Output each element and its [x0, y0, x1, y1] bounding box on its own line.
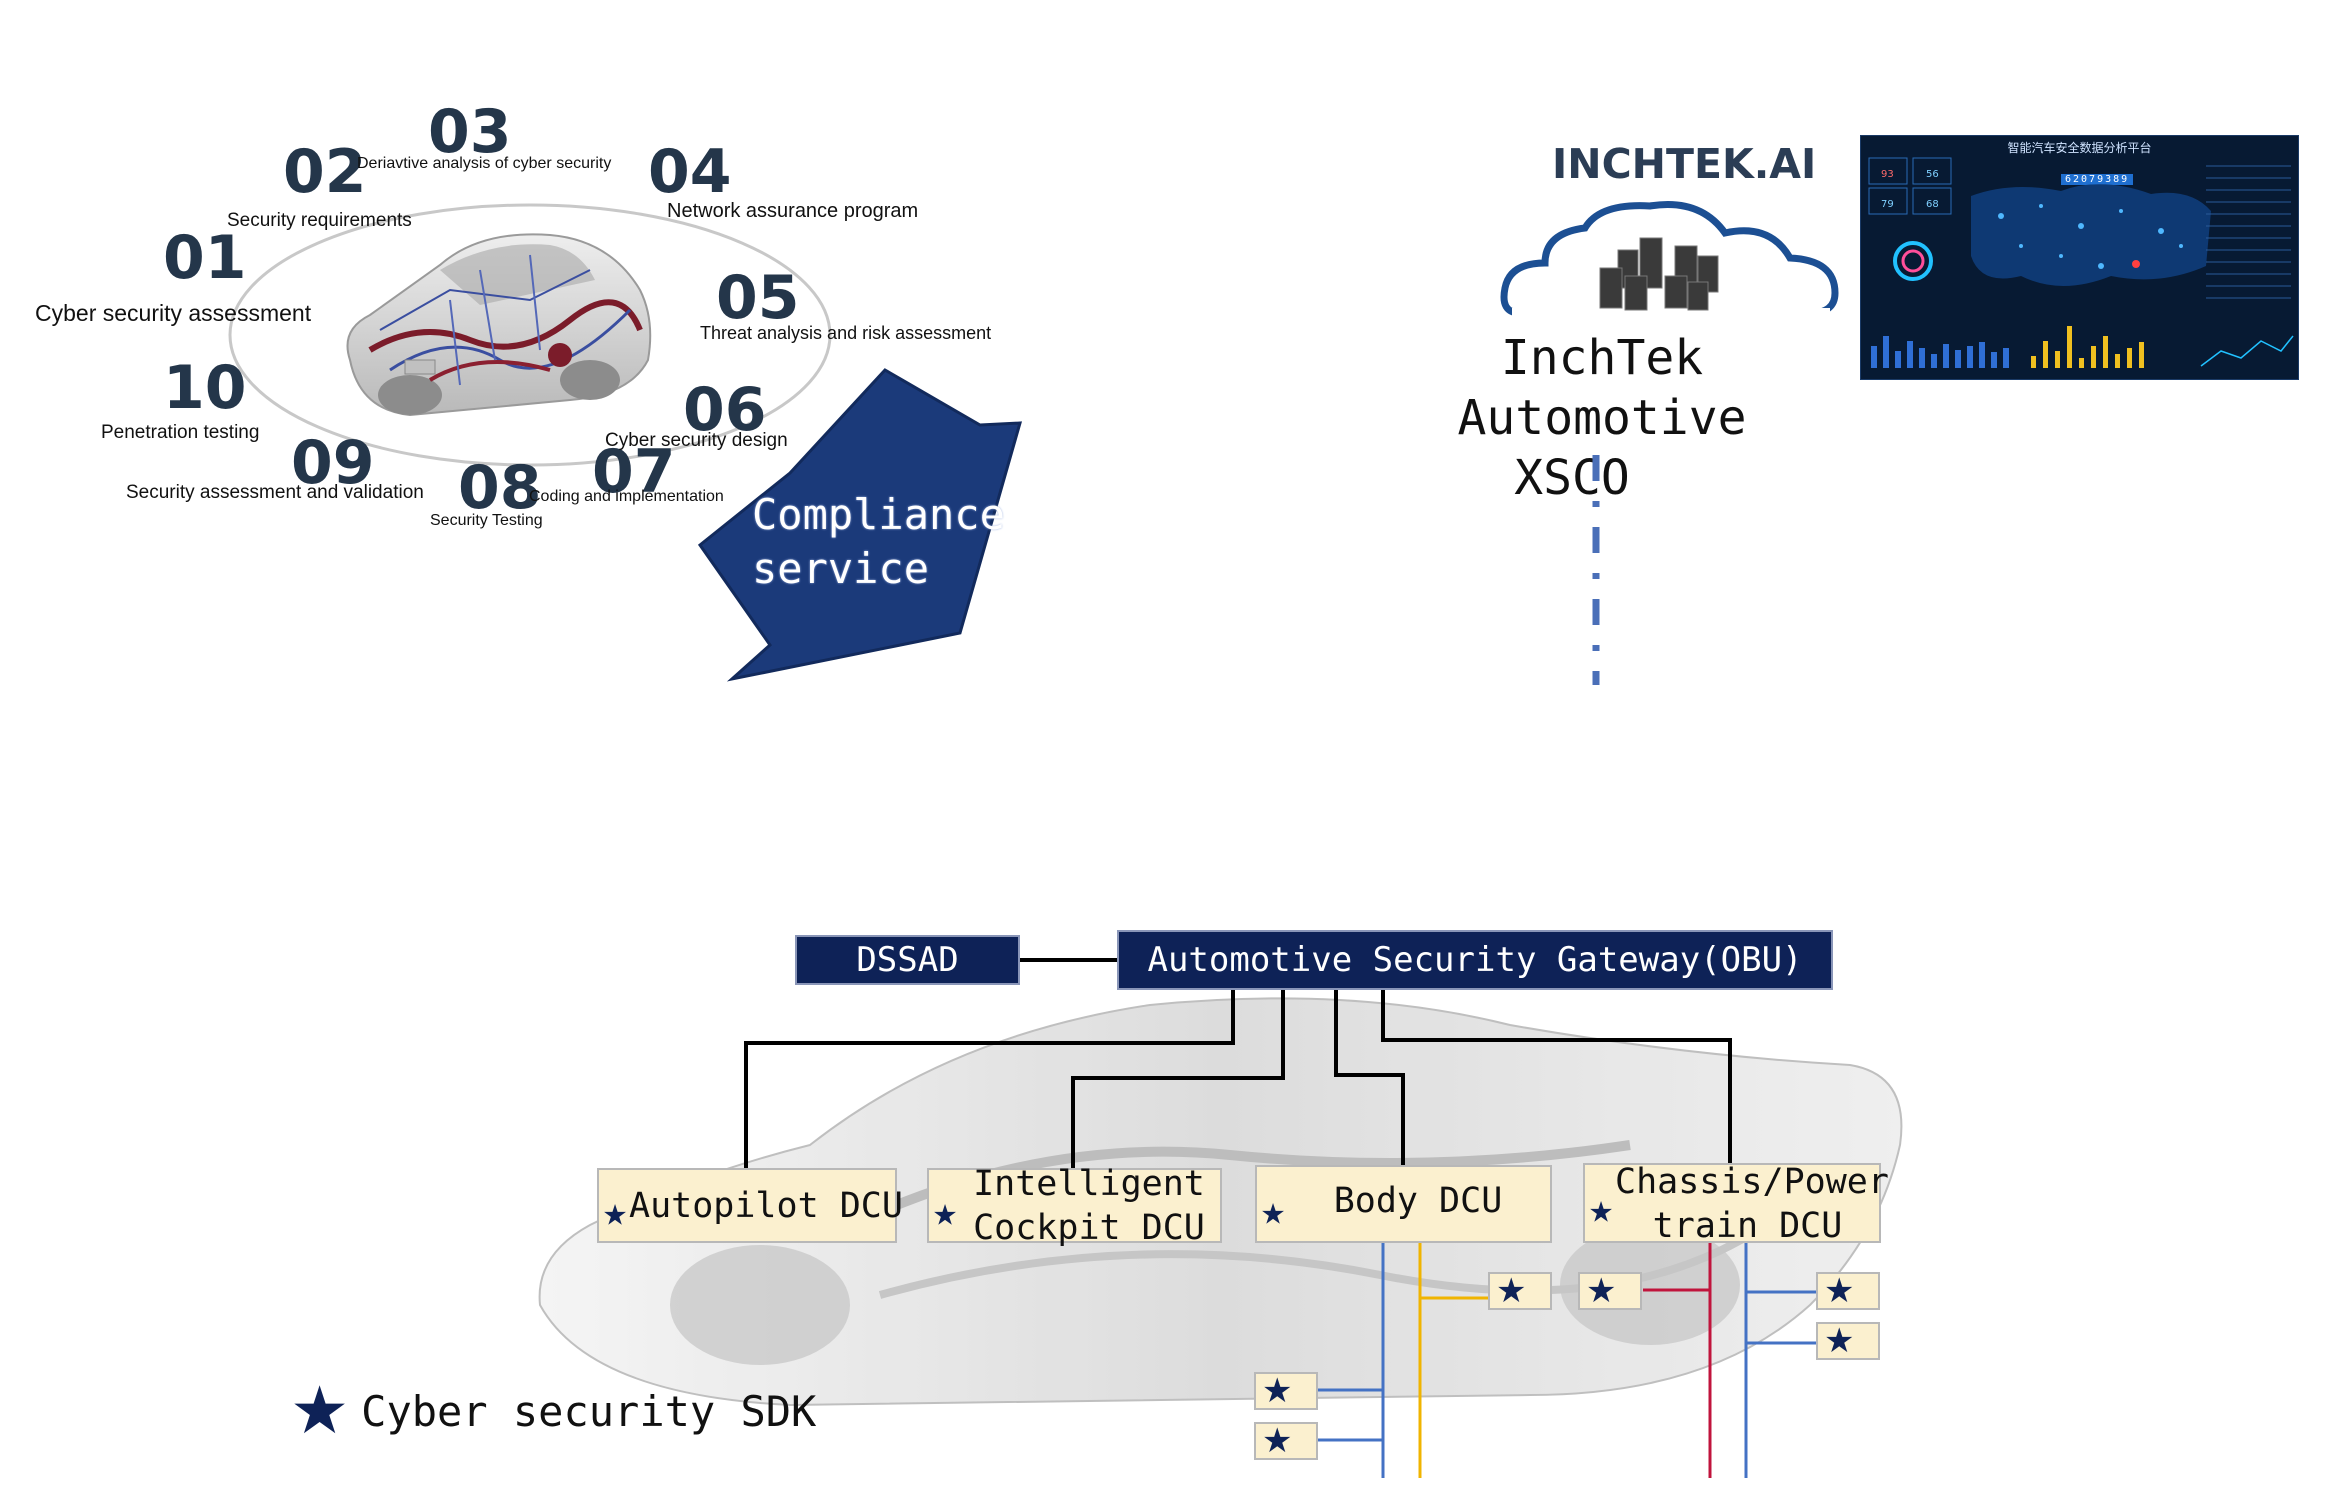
cloud-title-line-2: XSCO [1514, 450, 1630, 506]
dcu-intelligent-cockpit: ★ Intelligent Cockpit DCU [927, 1164, 1222, 1248]
cloud-brand: INCHTEK.AI [1552, 140, 1817, 188]
step-label-10: Penetration testing [101, 422, 260, 443]
cloud-title-line-1: InchTek Automotive [1457, 330, 1747, 446]
cloud-link-dashed [1592, 455, 1600, 685]
lifecycle-ring [228, 203, 832, 467]
ecu-node-body-yellow: ★ [1488, 1272, 1552, 1310]
dashboard-title: 智能汽车安全数据分析平台 [2007, 141, 2152, 155]
cloud-icon [1500, 201, 1839, 318]
step-label-09: Security assessment and validation [126, 482, 424, 503]
lifecycle-diagram: 01 02 03 04 05 06 07 08 09 10 Cyber secu… [0, 0, 1050, 700]
sdk-star-icon: ★ [933, 1189, 958, 1235]
compliance-line-1: Compliance [752, 490, 1005, 539]
step-number-03: 03 [428, 97, 512, 167]
step-number-06: 06 [683, 375, 767, 445]
legend-label: Cyber security SDK [361, 1386, 817, 1436]
cloud-title: InchTek Automotive XSCO [1372, 328, 1832, 508]
car-wiring-illustration [346, 233, 652, 417]
ecu-node-body-blue-2: ★ [1254, 1422, 1318, 1460]
security-dashboard-thumbnail: 智能汽车安全数据分析平台 62079389 93 56 79 68 [1860, 135, 2299, 380]
dashboard-stat-2: 56 [1926, 169, 1939, 180]
dashboard-counter: 62079389 [2061, 174, 2134, 185]
sdk-star-icon: ★ [1261, 1188, 1286, 1234]
step-label-05: Threat analysis and risk assessment [700, 323, 992, 343]
dssad-box: DSSAD [795, 935, 1020, 985]
step-number-10: 10 [163, 353, 247, 423]
ecu-node-body-blue-1: ★ [1254, 1372, 1318, 1410]
step-number-04: 04 [648, 137, 732, 207]
dssad-label: DSSAD [856, 940, 959, 980]
compliance-arrow [697, 368, 1023, 682]
server-rack-icons [1599, 237, 1719, 311]
compliance-line-2: service [752, 544, 930, 593]
dashboard-stat-4: 68 [1926, 199, 1939, 210]
ecu-node-chassis-red: ★ [1578, 1272, 1642, 1310]
step-number-07: 07 [592, 437, 676, 507]
security-gateway-label: Automotive Security Gateway(OBU) [1147, 940, 1803, 980]
legend: ★ Cyber security SDK [290, 1378, 816, 1444]
dcu-intelligent-cockpit-label: Intelligent Cockpit DCU [973, 1164, 1205, 1248]
security-gateway-box: Automotive Security Gateway(OBU) [1117, 930, 1833, 990]
dcu-body-label: Body DCU [1333, 1181, 1503, 1221]
ecu-node-chassis-blue-2: ★ [1816, 1322, 1880, 1360]
step-label-02: Security requirements [227, 210, 412, 231]
step-label-03: Deriavtive analysis of cyber security [357, 155, 612, 172]
dashboard-graphics [1868, 157, 2294, 368]
sdk-star-icon: ★ [603, 1189, 628, 1235]
sdk-star-icon: ★ [1589, 1186, 1614, 1232]
compliance-service-label: Compliance service [752, 488, 1005, 596]
step-number-05: 05 [716, 263, 800, 333]
step-number-08: 08 [458, 453, 542, 523]
dcu-autopilot: ★ Autopilot DCU [597, 1168, 903, 1243]
ecu-node-chassis-blue-1: ★ [1816, 1272, 1880, 1310]
legend-star-icon: ★ [290, 1372, 350, 1449]
step-label-07: Coding and implementation [529, 488, 724, 505]
step-number-01: 01 [163, 223, 247, 293]
step-label-01: Cyber security assessment [35, 300, 312, 326]
step-label-08: Security Testing [430, 512, 543, 529]
step-number-02: 02 [283, 137, 367, 207]
step-label-06: Cyber security design [605, 430, 788, 451]
step-number-09: 09 [291, 428, 375, 498]
dcu-chassis-powertrain: ★ Chassis/Power train DCU [1583, 1162, 1889, 1246]
dcu-autopilot-label: Autopilot DCU [629, 1186, 903, 1226]
step-label-04: Network assurance program [667, 200, 919, 222]
dcu-chassis-powertrain-label: Chassis/Power train DCU [1615, 1162, 1889, 1246]
dashboard-stat-1: 93 [1881, 169, 1894, 180]
dashboard-stat-3: 79 [1881, 199, 1894, 210]
dcu-body: ★ Body DCU [1255, 1165, 1552, 1243]
